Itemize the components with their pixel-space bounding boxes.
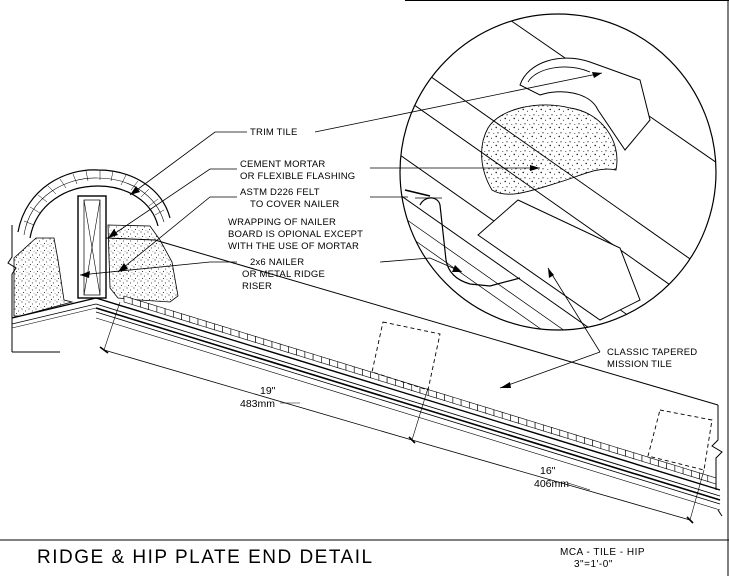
tile-course-segment xyxy=(345,363,355,374)
tile-course-segment xyxy=(641,454,651,465)
dim-406-mm: 406mm xyxy=(534,478,569,490)
tile-course-segment xyxy=(362,368,371,379)
tile-course-segment xyxy=(271,341,281,351)
tile-course-segment xyxy=(699,472,709,482)
label-astm-felt: ASTM D226 FELT xyxy=(240,187,320,198)
tile-course-segment xyxy=(559,429,569,439)
label-wrapping-1: WRAPPING OF NAILER xyxy=(228,217,336,228)
roof-slope xyxy=(95,237,723,517)
tile-course-segment xyxy=(608,444,618,455)
tile-course-segment xyxy=(617,447,626,457)
tile-course-segment xyxy=(255,336,265,346)
tile-course-segment xyxy=(707,475,717,485)
tile-course-segment xyxy=(592,439,602,450)
tile-course-segment xyxy=(337,361,347,371)
label-flexible-flashing: OR FLEXIBLE FLASHING xyxy=(240,171,355,182)
tile-course-segment xyxy=(214,323,223,333)
tile-course-segment xyxy=(329,358,339,369)
tile-course-segment xyxy=(658,459,667,470)
tile-course-segment xyxy=(460,399,470,409)
tile-course-segment xyxy=(444,394,454,404)
tile-course-segment xyxy=(288,346,297,356)
tile-course-segment xyxy=(304,351,314,361)
label-cover-nailer: TO COVER NAILER xyxy=(250,199,339,210)
tile-course-segment xyxy=(238,330,248,341)
tile-course-segment xyxy=(493,409,503,419)
tile-course-segment xyxy=(625,449,635,460)
tile-course-segment xyxy=(674,464,684,475)
label-nailer: 2x6 NAILER xyxy=(250,257,304,268)
ridge-cap-assembly xyxy=(7,169,179,353)
dimension-lines xyxy=(99,301,705,524)
leader-lines xyxy=(79,72,603,389)
tile-course-segment xyxy=(247,333,256,343)
tile-course-segment xyxy=(436,391,445,401)
tile-course-segment xyxy=(156,305,166,316)
tile-course-segment xyxy=(551,427,561,437)
tile-course-segment xyxy=(353,366,363,376)
tile-course-segment xyxy=(263,338,273,348)
tile-course-segment xyxy=(682,467,692,477)
tile-course-segment xyxy=(189,315,199,326)
tile-course-segment xyxy=(666,462,676,472)
tile-course-segment xyxy=(296,348,306,359)
tile-course-segment xyxy=(485,406,495,417)
label-mission-tile: MISSION TILE xyxy=(607,359,672,370)
mortar-fill-right xyxy=(107,224,179,303)
mortar-detail xyxy=(481,104,618,195)
dim-483-mm: 483mm xyxy=(240,398,275,410)
drawing-title: RIDGE & HIP PLATE END DETAIL xyxy=(37,547,374,568)
sheet-border xyxy=(405,0,729,576)
leader-arrowheads xyxy=(80,72,602,388)
tile-course-segment xyxy=(510,414,519,424)
label-wrapping-3: WITH THE USE OF MORTAR xyxy=(228,241,359,252)
tile-course-segment xyxy=(222,325,232,336)
label-classic-tapered: CLASSIC TAPERED xyxy=(607,347,697,358)
mortar-fill-left xyxy=(13,237,74,317)
tile-course-segment xyxy=(469,401,478,412)
label-wrapping-2: BOARD IS OPIONAL EXCEPT xyxy=(228,229,363,240)
drawing-scale: 3"=1'-0" xyxy=(574,559,613,570)
detail-callout-circle xyxy=(399,13,717,331)
tile-course-segment xyxy=(395,379,404,389)
tile-course-segment xyxy=(633,452,643,462)
tile-course-segment xyxy=(312,353,322,364)
tile-course-segment xyxy=(427,389,437,399)
tile-course-segment xyxy=(197,318,207,328)
label-trim-tile: TRIM TILE xyxy=(250,127,298,138)
tile-course-segment xyxy=(567,432,577,442)
tile-course-segment xyxy=(205,320,215,331)
tile-course-segment xyxy=(534,421,544,432)
tile-course xyxy=(123,295,717,485)
tile-course-segment xyxy=(477,404,487,414)
tile-course-segment xyxy=(140,300,149,310)
tile-outline-1 xyxy=(371,321,441,391)
tile-course-segment xyxy=(321,356,330,366)
tile-course-segment xyxy=(526,419,536,429)
dim-19-in: 19" xyxy=(260,385,276,397)
tile-course-segment xyxy=(164,308,174,318)
tile-outline-2 xyxy=(647,409,713,471)
tile-course-segment xyxy=(691,470,700,480)
dim-16-in: 16" xyxy=(540,465,556,477)
tile-course-segment xyxy=(575,434,585,444)
label-metal-ridge: OR METAL RIDGE xyxy=(242,269,325,280)
tile-course-segment xyxy=(173,310,182,321)
drawing-code: MCA - TILE - HIP xyxy=(560,547,645,558)
label-riser: RISER xyxy=(242,281,272,292)
tile-course-segment xyxy=(518,416,528,427)
tile-course-segment xyxy=(452,396,462,407)
tile-course-segment xyxy=(181,313,191,323)
tile-course-segment xyxy=(230,328,240,338)
tile-course-segment xyxy=(543,424,552,434)
tile-course-segment xyxy=(279,343,289,353)
label-cement-mortar: CEMENT MORTAR xyxy=(240,159,325,170)
tile-course-segment xyxy=(649,457,659,467)
tile-course-segment xyxy=(600,442,610,452)
tile-course-segment xyxy=(584,437,593,447)
tile-course-segment xyxy=(501,411,511,422)
tile-course-segment xyxy=(148,303,158,313)
